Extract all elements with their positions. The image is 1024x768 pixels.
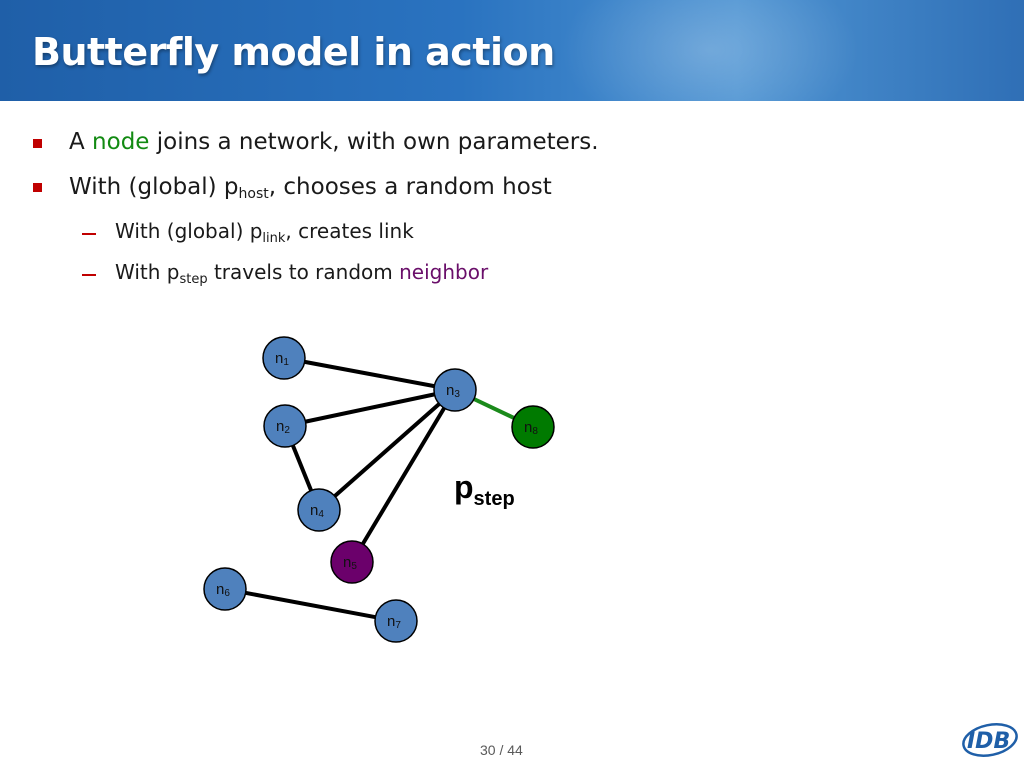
sub-bullet-1: With (global) plink, creates link (115, 219, 414, 246)
sub-bullet-2-sub: step (179, 272, 208, 287)
logo-text: IDB (967, 729, 1010, 754)
node-label: n6 (216, 581, 230, 599)
edge-n6-n7 (224, 587, 397, 623)
node-label-sub: 4 (318, 509, 324, 520)
sub-bullet-marker (82, 233, 96, 235)
sub-bullet-marker (82, 274, 96, 276)
node-circle (263, 404, 307, 448)
node-n3: n3 (433, 368, 477, 412)
page-number: 30 / 44 (480, 742, 523, 758)
node-label: n4 (310, 502, 324, 520)
edge-n5-n3 (350, 388, 457, 564)
node-circle (511, 405, 555, 449)
title-bar: Butterfly model in action (0, 0, 1024, 101)
node-n6: n6 (203, 567, 247, 611)
node-circle (262, 336, 306, 380)
node-label: n7 (387, 613, 401, 631)
bullet-marker (33, 139, 42, 148)
pstep-base: p (454, 469, 474, 505)
node-n2: n2 (263, 404, 307, 448)
bullet-1-pre: A (69, 129, 93, 155)
page-total: 44 (507, 742, 523, 758)
node-label-base: n (524, 419, 532, 436)
bullet-1-highlight: node (92, 129, 150, 155)
page-separator: / (499, 742, 504, 758)
logo-swoosh (962, 723, 1018, 757)
edge-n4-n3 (317, 388, 457, 512)
bullet-2-sub: host (238, 186, 269, 202)
node-label: n3 (446, 382, 460, 400)
node-label-base: n (275, 350, 283, 367)
node-n8: n8 (511, 405, 555, 449)
sub-bullet-1-sub: link (262, 231, 286, 246)
node-label-base: n (216, 581, 224, 598)
node-n5: n5 (330, 540, 374, 584)
bullet-2-post: , chooses a random host (268, 174, 552, 200)
node-label-base: n (276, 418, 284, 435)
node-label: n8 (524, 419, 538, 437)
node-label-sub: 3 (454, 389, 460, 400)
bullet-2: With (global) phost, chooses a random ho… (69, 174, 552, 202)
sub-bullet-2: With pstep travels to random neighbor (115, 260, 488, 287)
page-current: 30 (480, 742, 496, 758)
sub-bullet-1-pre: With (global) p (115, 219, 263, 243)
bullet-2-pre: With (global) p (69, 174, 239, 200)
idb-logo: IDB (962, 723, 1018, 757)
node-n1: n1 (262, 336, 306, 380)
node-label-base: n (387, 613, 395, 630)
node-label-sub: 2 (284, 425, 290, 436)
node-label: n2 (276, 418, 290, 436)
node-label-sub: 8 (532, 426, 538, 437)
slide-title: Butterfly model in action (32, 30, 555, 74)
bullet-1: A node joins a network, with own paramet… (69, 129, 599, 155)
node-label-base: n (343, 554, 351, 571)
node-circle (297, 488, 341, 532)
edge-n2-n3 (284, 388, 456, 428)
pstep-sub: step (474, 488, 515, 510)
node-label-sub: 1 (283, 357, 289, 368)
node-circle (374, 599, 418, 643)
node-label: n1 (275, 350, 289, 368)
node-label-sub: 5 (351, 561, 357, 572)
bullet-marker (33, 183, 42, 192)
sub-bullet-1-post: , creates link (285, 219, 414, 243)
sub-bullet-2-pre: With p (115, 260, 180, 284)
node-label-base: n (446, 382, 454, 399)
node-circle (330, 540, 374, 584)
node-circle (203, 567, 247, 611)
node-label-sub: 6 (224, 588, 230, 599)
node-n4: n4 (297, 488, 341, 532)
node-label-base: n (310, 502, 318, 519)
sub-bullet-2-mid: travels to random (207, 260, 400, 284)
sub-bullet-2-highlight: neighbor (399, 260, 489, 284)
node-label: n5 (343, 554, 357, 572)
node-circle (433, 368, 477, 412)
edge-n1-n3 (283, 356, 456, 392)
pstep-label: pstep (454, 469, 515, 510)
bullet-1-post: joins a network, with own parameters. (149, 129, 599, 155)
node-n7: n7 (374, 599, 418, 643)
node-label-sub: 7 (395, 620, 401, 631)
